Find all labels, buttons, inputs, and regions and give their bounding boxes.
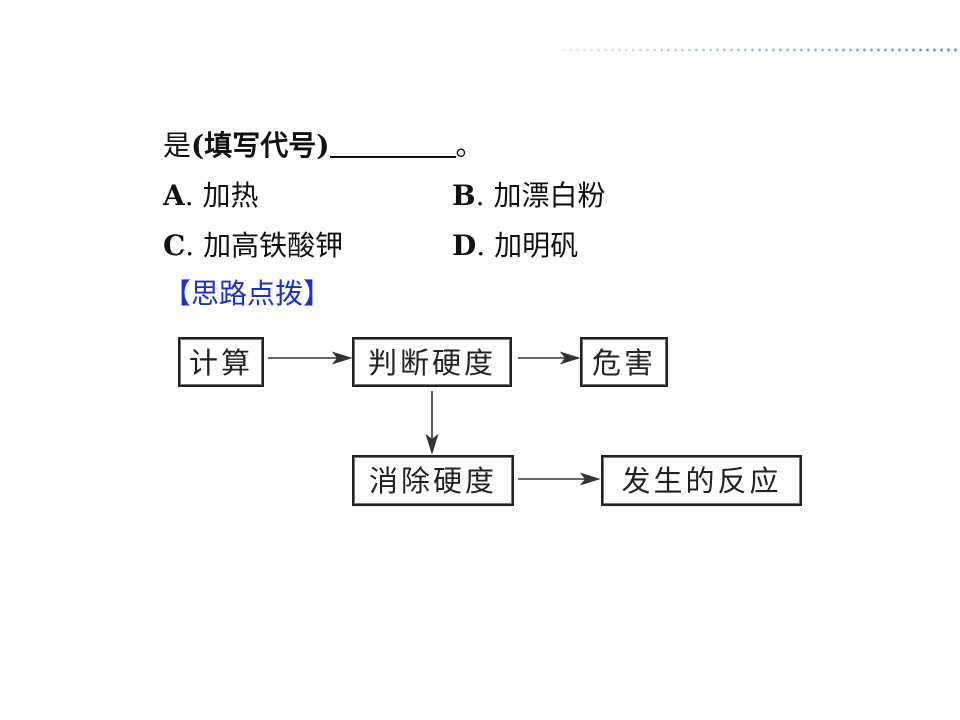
options-row-2: C. 加高铁酸钾 D. 加明矾: [163, 229, 578, 263]
options-row-1: A. 加热 B. 加漂白粉: [163, 179, 606, 213]
arrow-calc-to-judge: [268, 351, 353, 365]
arrow-remove-to-reaction: [518, 472, 601, 486]
node-remove-hardness: 消除硬度: [352, 455, 514, 506]
stem-prefix: 是: [163, 129, 192, 162]
answer-blank: [329, 130, 456, 158]
node-harm: 危害: [580, 337, 668, 387]
decorative-dotted-line: [560, 48, 960, 52]
option-d: D. 加明矾: [452, 229, 579, 262]
node-calculate: 计算: [178, 337, 264, 387]
option-c: C. 加高铁酸钾: [163, 229, 344, 262]
stem-paren: (填写代号): [191, 129, 330, 162]
node-reaction: 发生的反应: [601, 455, 802, 506]
node-judge-hardness: 判断硬度: [352, 337, 512, 387]
question-stem: 是(填写代号) 。: [163, 129, 484, 163]
option-a: A. 加热: [163, 179, 259, 212]
stem-suffix: 。: [455, 129, 484, 162]
hint-title: 【思路点拨】: [163, 277, 332, 310]
arrow-judge-to-remove: [425, 391, 439, 455]
option-b: B. 加漂白粉: [452, 179, 606, 212]
arrow-judge-to-harm: [518, 351, 581, 365]
